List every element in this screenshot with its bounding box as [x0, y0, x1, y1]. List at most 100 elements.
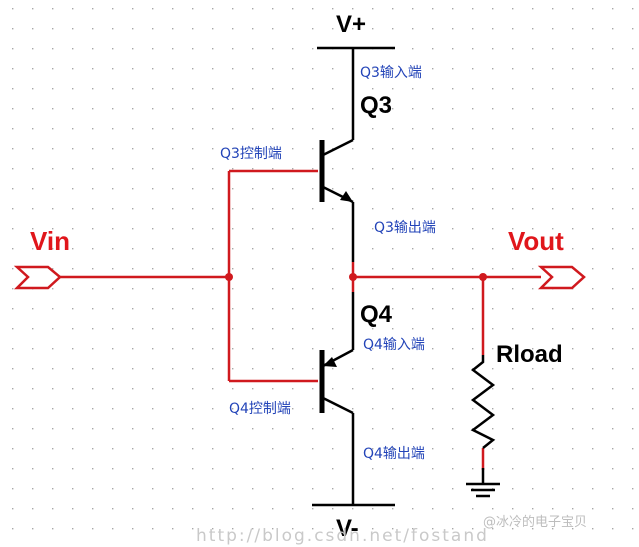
grid-dot: [632, 88, 634, 90]
grid-dot: [372, 268, 374, 270]
grid-dot: [532, 68, 534, 70]
grid-dot: [552, 308, 554, 310]
grid-dot: [532, 348, 534, 350]
grid-dot: [172, 8, 174, 10]
grid-dot: [512, 108, 514, 110]
grid-dot: [612, 48, 614, 50]
q4-label: Q4: [360, 301, 393, 328]
grid-dot: [52, 48, 54, 50]
grid-dot: [312, 488, 314, 490]
grid-dot: [632, 148, 634, 150]
grid-dot: [432, 428, 434, 430]
grid-dot: [132, 168, 134, 170]
grid-dot: [552, 528, 554, 530]
grid-dot: [592, 508, 594, 510]
grid-dot: [32, 108, 34, 110]
grid-dot: [272, 268, 274, 270]
grid-dot: [372, 368, 374, 370]
grid-dot: [192, 128, 194, 130]
grid-dot: [272, 308, 274, 310]
grid-dot: [452, 28, 454, 30]
grid-dot: [212, 8, 214, 10]
grid-dot: [172, 88, 174, 90]
grid-dot: [492, 448, 494, 450]
grid-dot: [372, 308, 374, 310]
grid-dot: [172, 168, 174, 170]
grid-dot: [472, 468, 474, 470]
grid-dot: [472, 388, 474, 390]
grid-dot: [252, 208, 254, 210]
grid-dot: [272, 208, 274, 210]
grid-dot: [32, 528, 34, 530]
grid-dot: [232, 488, 234, 490]
grid-dot: [492, 268, 494, 270]
grid-dot: [32, 148, 34, 150]
grid-dot: [12, 428, 14, 430]
grid-dot: [472, 528, 474, 530]
grid-dot: [412, 148, 414, 150]
grid-dot: [472, 308, 474, 310]
grid-dot: [12, 408, 14, 410]
grid-dot: [632, 128, 634, 130]
grid-dot: [632, 408, 634, 410]
grid-dot: [232, 408, 234, 410]
grid-dot: [552, 68, 554, 70]
grid-dot: [52, 348, 54, 350]
grid-dot: [212, 228, 214, 230]
grid-dot: [592, 428, 594, 430]
grid-dot: [472, 68, 474, 70]
grid-dot: [472, 48, 474, 50]
grid-dot: [472, 28, 474, 30]
grid-dot: [392, 28, 394, 30]
grid-dot: [352, 508, 354, 510]
grid-dot: [612, 128, 614, 130]
grid-dot: [472, 408, 474, 410]
grid-dot: [112, 68, 114, 70]
grid-dot: [492, 128, 494, 130]
grid-dot: [112, 128, 114, 130]
grid-dot: [492, 308, 494, 310]
grid-dot: [132, 48, 134, 50]
grid-dot: [192, 148, 194, 150]
grid-dot: [512, 428, 514, 430]
grid-dot: [432, 228, 434, 230]
grid-dot: [172, 128, 174, 130]
grid-dot: [72, 268, 74, 270]
grid-dot: [352, 8, 354, 10]
grid-dot: [292, 168, 294, 170]
grid-dot: [312, 8, 314, 10]
grid-dot: [212, 368, 214, 370]
grid-dot: [32, 308, 34, 310]
grid-dot: [612, 328, 614, 330]
grid-dot: [492, 168, 494, 170]
grid-dot: [312, 28, 314, 30]
junction-emitter: [349, 273, 357, 281]
grid-dot: [592, 288, 594, 290]
grid-dot: [572, 528, 574, 530]
grid-dot: [312, 528, 314, 530]
grid-dot: [312, 128, 314, 130]
grid-dot: [272, 188, 274, 190]
grid-dot: [252, 108, 254, 110]
grid-dot: [552, 128, 554, 130]
grid-dot: [372, 348, 374, 350]
grid-dot: [72, 28, 74, 30]
grid-dot: [72, 488, 74, 490]
grid-dot: [172, 368, 174, 370]
grid-dot: [232, 48, 234, 50]
grid-dot: [132, 388, 134, 390]
grid-dot: [612, 28, 614, 30]
grid-dot: [192, 108, 194, 110]
grid-dot: [472, 328, 474, 330]
grid-dot: [232, 188, 234, 190]
grid-dot: [492, 228, 494, 230]
vin-label: Vin: [30, 226, 70, 256]
grid-dot: [212, 108, 214, 110]
grid-dot: [432, 248, 434, 250]
grid-dot: [552, 208, 554, 210]
grid-dot: [612, 428, 614, 430]
q3-control-label: Q3控制端: [220, 146, 282, 162]
grid-dot: [32, 28, 34, 30]
grid-dot: [452, 8, 454, 10]
grid-dot: [272, 368, 274, 370]
